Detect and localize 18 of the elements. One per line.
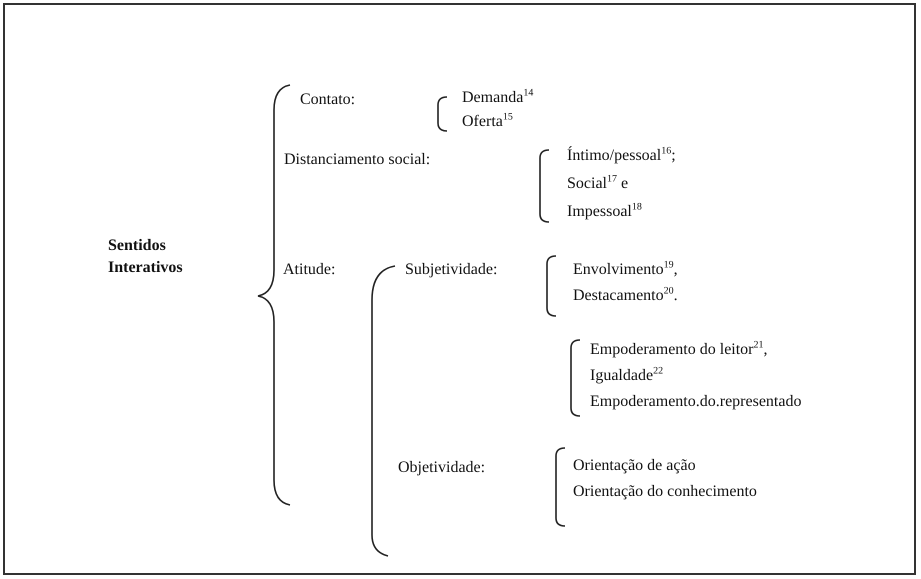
category-label: Orientação de ação <box>573 456 696 476</box>
category-label: Impessoal$^{18}$ <box>567 202 642 222</box>
category-label: Demanda$^{14}$ <box>462 88 534 108</box>
category-label: Empoderamento do leitor$^{21}$, <box>590 340 768 360</box>
category-label: Social$^{17}$ e <box>567 174 628 194</box>
category-label: Oferta$^{15}$ <box>462 112 513 132</box>
category-label: Atitude: <box>283 260 336 280</box>
category-label: Envolvimento$^{19}$, <box>573 260 678 280</box>
category-label: Orientação do conhecimento <box>573 482 757 502</box>
category-label: Objetividade: <box>398 458 486 478</box>
heading-label: Sentidos Interativos <box>108 236 184 278</box>
category-label: Subjetividade: <box>405 260 498 280</box>
category-label: Íntimo/pessoal$^{16}$; <box>567 146 676 166</box>
category-label: Igualdade$^{22}$ <box>590 366 664 386</box>
category-label: Distanciamento social: <box>284 150 430 170</box>
category-label: Empoderamento.do.representado <box>590 392 802 412</box>
category-label: Destacamento$^{20}$. <box>573 286 678 306</box>
category-label: Contato: <box>300 90 356 110</box>
